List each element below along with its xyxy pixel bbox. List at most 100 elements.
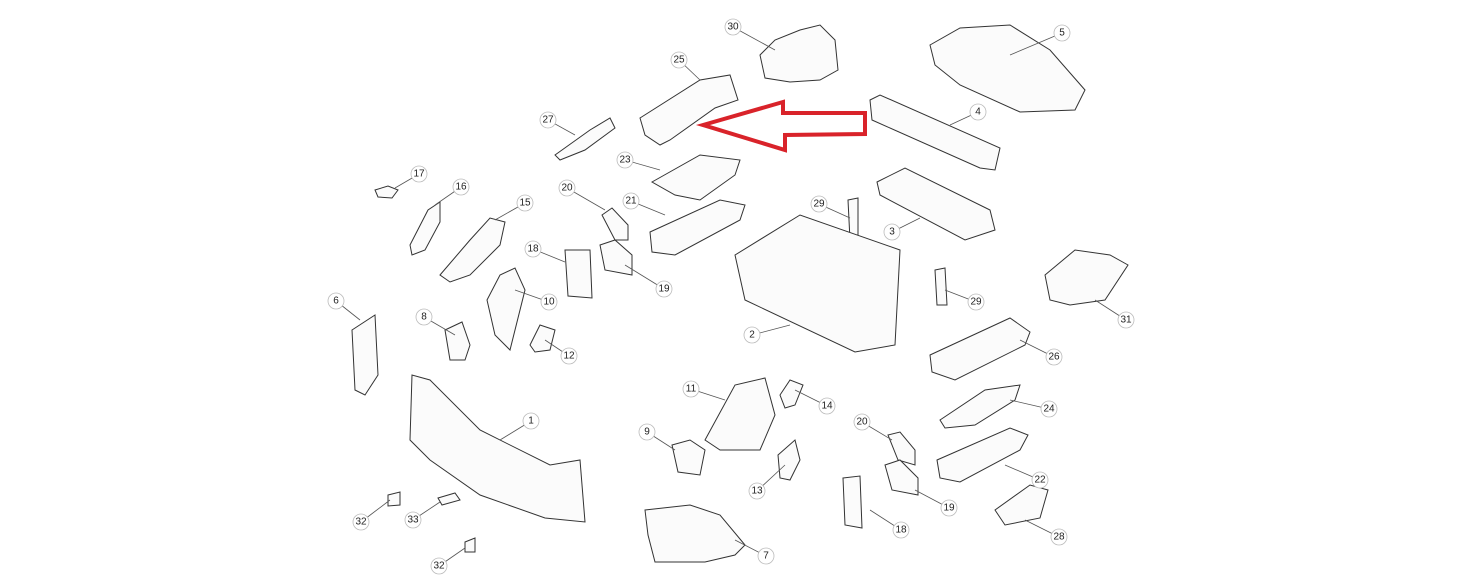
part-15 (439, 217, 506, 283)
callout-number: 4 (975, 107, 981, 118)
part-5 (929, 24, 1086, 113)
callout-circle (967, 293, 985, 311)
callout-circle (1053, 24, 1071, 42)
part-2 (734, 214, 901, 353)
callout-circle (655, 280, 673, 298)
callout-circle (853, 413, 871, 431)
part-20a (601, 207, 629, 241)
callout-number: 2 (749, 330, 755, 341)
callout-circle (560, 347, 578, 365)
callout-circle (638, 423, 656, 441)
callout-number: 1 (528, 416, 534, 427)
callout-number: 11 (686, 384, 697, 395)
callout-9: 9 (638, 423, 656, 441)
callout-29: 29 (810, 195, 828, 213)
callout-circle (682, 380, 700, 398)
part-29b (934, 267, 948, 306)
callout-number: 14 (821, 401, 833, 412)
part-9 (671, 439, 706, 476)
callout-circle (516, 194, 534, 212)
part-7 (644, 504, 746, 563)
callout-number: 16 (455, 182, 467, 193)
callout-circle (352, 513, 370, 531)
callout-number: 15 (519, 198, 531, 209)
callout-33: 33 (404, 511, 422, 529)
callout-26: 26 (1045, 348, 1063, 366)
part-19b (884, 459, 919, 496)
part-19a (599, 239, 633, 276)
callout-circle (452, 178, 470, 196)
callout-circle (415, 308, 433, 326)
callout-circle (757, 547, 775, 565)
part-10 (486, 267, 526, 351)
callout-number: 19 (658, 284, 670, 295)
part-33 (437, 492, 461, 506)
callout-circle (327, 292, 345, 310)
callout-number: 26 (1048, 352, 1060, 363)
callout-28: 28 (1050, 528, 1068, 546)
callout-circle (404, 511, 422, 529)
callout-circle (558, 179, 576, 197)
part-22 (936, 427, 1029, 483)
callout-number: 17 (413, 169, 425, 180)
callout-5: 5 (1053, 24, 1071, 42)
callout-23: 23 (616, 151, 634, 169)
callout-circle (1117, 311, 1135, 329)
part-28 (994, 484, 1049, 526)
callout-15: 15 (516, 194, 534, 212)
part-3 (876, 167, 996, 241)
callout-12: 12 (560, 347, 578, 365)
callout-circle (724, 18, 742, 36)
part-12 (529, 324, 556, 353)
callout-3: 3 (883, 223, 901, 241)
callout-30: 30 (724, 18, 742, 36)
callout-number: 9 (644, 427, 650, 438)
callout-circle (810, 195, 828, 213)
callout-number: 19 (943, 503, 955, 514)
callout-number: 27 (542, 115, 554, 126)
callout-circle (1050, 528, 1068, 546)
callout-circle (940, 499, 958, 517)
callout-number: 23 (619, 155, 631, 166)
callout-2: 2 (743, 326, 761, 344)
part-23 (650, 154, 741, 201)
callout-8: 8 (415, 308, 433, 326)
callout-27: 27 (539, 111, 557, 129)
parts-layer (351, 24, 1129, 563)
callout-6: 6 (327, 292, 345, 310)
part-17 (374, 185, 399, 199)
part-16 (409, 201, 441, 256)
callout-14: 14 (818, 397, 836, 415)
part-11 (704, 377, 776, 451)
callout-20: 20 (853, 413, 871, 431)
callout-number: 21 (625, 196, 637, 207)
part-4 (869, 94, 1001, 171)
callout-number: 20 (856, 417, 868, 428)
callout-29: 29 (967, 293, 985, 311)
callout-19: 19 (655, 280, 673, 298)
part-18b (842, 475, 863, 529)
part-6 (351, 314, 379, 396)
callout-22: 22 (1031, 471, 1049, 489)
callout-circle (539, 111, 557, 129)
part-18a (564, 249, 593, 299)
callout-circle (430, 557, 448, 575)
part-26 (929, 317, 1031, 381)
callout-24: 24 (1040, 400, 1058, 418)
callout-number: 28 (1053, 532, 1065, 543)
callout-18: 18 (892, 521, 910, 539)
part-32b (464, 537, 476, 553)
callout-circle (670, 51, 688, 69)
callout-circle (892, 521, 910, 539)
callout-17: 17 (410, 165, 428, 183)
part-30 (759, 24, 839, 83)
callout-number: 33 (407, 515, 419, 526)
callout-number: 6 (333, 296, 339, 307)
part-25 (639, 74, 739, 146)
callout-number: 18 (895, 525, 907, 536)
callout-number: 20 (561, 183, 573, 194)
part-20b (887, 431, 916, 466)
callout-number: 18 (527, 244, 539, 255)
